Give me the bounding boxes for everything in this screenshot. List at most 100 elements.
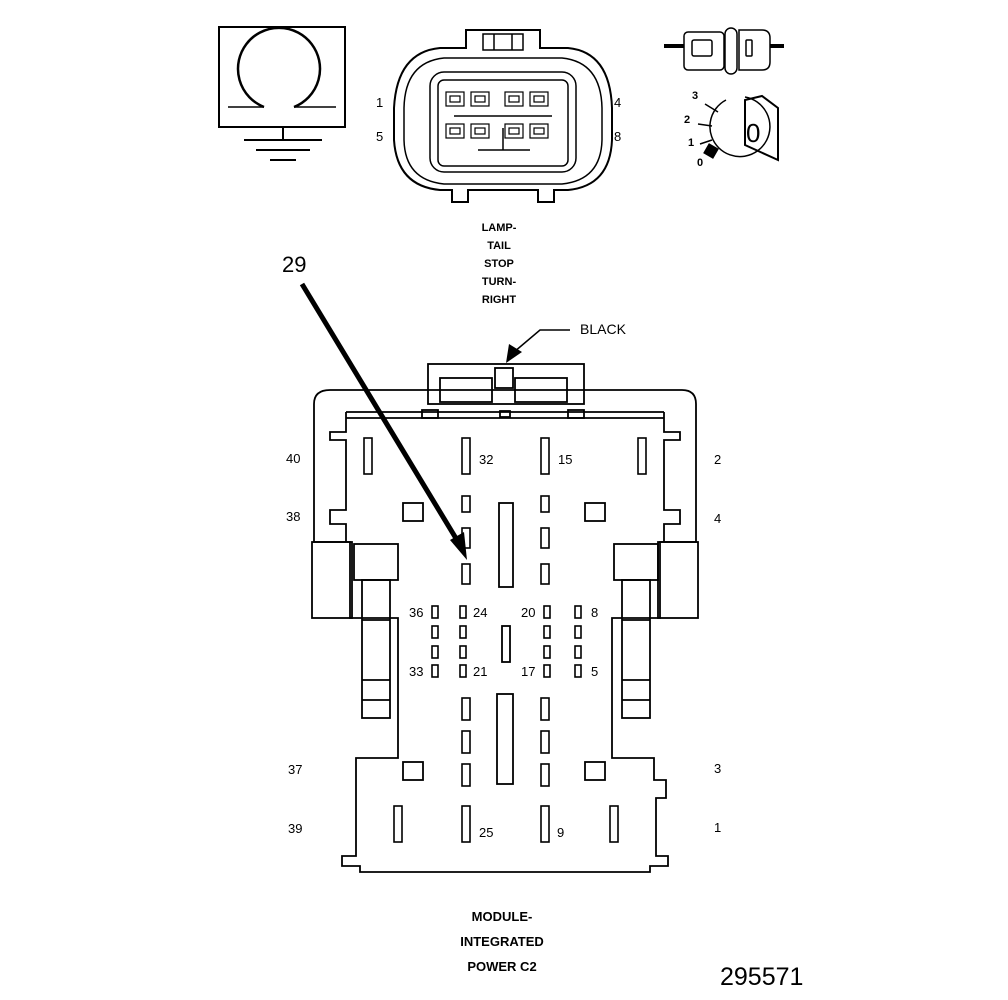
cavity-label-15: 15 <box>558 452 573 467</box>
black-leader <box>506 329 570 363</box>
module-caption-2: INTEGRATED <box>460 934 544 949</box>
terminal-slot <box>393 805 403 843</box>
terminal-slot <box>574 625 582 639</box>
cavity-label-21: 21 <box>473 664 488 679</box>
lamp-caption-4: TURN- <box>481 276 517 288</box>
switch-position-1: 1 <box>688 137 695 149</box>
module-pin-40: 40 <box>286 451 301 466</box>
terminal-slot <box>540 730 550 754</box>
module-pin-4: 4 <box>714 511 722 526</box>
lamp-caption-3: STOP <box>484 258 514 270</box>
terminal-slot <box>461 805 471 843</box>
terminal-slot <box>543 605 551 619</box>
lamp-terminal <box>445 91 465 107</box>
terminal-slot <box>363 437 373 475</box>
terminal-slot <box>459 605 467 619</box>
lamp-terminal <box>529 91 549 107</box>
terminal-slot <box>459 664 467 678</box>
terminal-slot <box>459 625 467 639</box>
terminal-slot <box>540 495 550 513</box>
lamp-pin-1: 1 <box>376 95 384 110</box>
terminal-slot <box>540 697 550 721</box>
lamp-terminal-contact <box>508 95 520 103</box>
terminal-slot <box>574 664 582 678</box>
module-caption-3: POWER C2 <box>467 959 537 974</box>
cavity-label-24: 24 <box>473 605 488 620</box>
cavity-label-5: 5 <box>591 664 599 679</box>
cavity-label-25: 25 <box>479 825 494 840</box>
key-symbol: 0 <box>746 118 761 148</box>
terminal-slot <box>431 605 439 619</box>
lamp-terminal-contact <box>533 95 545 103</box>
terminal-slot <box>609 805 619 843</box>
callout-arrow <box>299 282 467 560</box>
module-pin-1: 1 <box>714 820 722 835</box>
module-pin-38: 38 <box>286 509 301 524</box>
lamp-terminal <box>445 123 465 139</box>
lamp-pin-8: 8 <box>614 129 622 144</box>
terminal-slot <box>540 527 550 549</box>
cavity-label-32: 32 <box>479 452 494 467</box>
lamp-terminal <box>504 123 524 139</box>
lamp-pin-5: 5 <box>376 129 384 144</box>
module-connector <box>311 363 699 873</box>
terminal-slot <box>540 437 550 475</box>
module-pin-37: 37 <box>288 762 303 777</box>
terminal-slot <box>574 605 582 619</box>
lamp-connector <box>393 29 613 203</box>
switch-position-2: 2 <box>684 114 691 126</box>
lamp-caption-2: TAIL <box>487 240 511 252</box>
lamp-terminal-contact <box>474 95 486 103</box>
cavity-label-33: 33 <box>409 664 424 679</box>
lamp-terminal-contact <box>533 127 545 135</box>
callout-number: 29 <box>282 252 307 277</box>
cavity-label-17: 17 <box>521 664 536 679</box>
terminal-slot <box>461 730 471 754</box>
terminal-slot <box>540 805 550 843</box>
terminal-slot <box>461 563 471 585</box>
lamp-caption-1: LAMP- <box>481 222 517 234</box>
switch-position-3: 3 <box>692 90 699 102</box>
terminal-slot <box>461 527 471 549</box>
lamp-pin-4: 4 <box>614 95 622 110</box>
ground-symbol <box>218 26 346 161</box>
lamp-terminal-contact <box>449 127 461 135</box>
module-pin-2: 2 <box>714 452 722 467</box>
terminal-slot <box>431 664 439 678</box>
module-terminals <box>363 437 647 843</box>
module-pin-3: 3 <box>714 761 722 776</box>
cavity-label-20: 20 <box>521 605 536 620</box>
lamp-terminals <box>445 91 549 139</box>
lamp-terminal-contact <box>474 127 486 135</box>
terminal-slot <box>574 645 582 659</box>
terminal-slot <box>543 645 551 659</box>
terminal-slot <box>461 763 471 787</box>
terminal-slot <box>543 664 551 678</box>
lamp-terminal <box>504 91 524 107</box>
figure-number: 295571 <box>720 963 804 991</box>
terminal-slot <box>637 437 647 475</box>
lamp-terminal <box>529 123 549 139</box>
terminal-slot <box>431 625 439 639</box>
module-pin-39: 39 <box>288 821 303 836</box>
cavity-label-9: 9 <box>557 825 565 840</box>
lamp-terminal <box>470 91 490 107</box>
module-caption-1: MODULE- <box>471 909 533 924</box>
terminal-slot <box>459 645 467 659</box>
terminal-slot <box>431 645 439 659</box>
terminal-slot <box>540 563 550 585</box>
ignition-switch <box>664 27 784 162</box>
lamp-terminal <box>470 123 490 139</box>
lamp-caption-5: RIGHT <box>481 294 517 306</box>
cavity-label-36: 36 <box>409 605 424 620</box>
terminal-slot <box>461 495 471 513</box>
lamp-terminal-contact <box>449 95 461 103</box>
lamp-terminal-contact <box>508 127 520 135</box>
terminal-slot <box>461 697 471 721</box>
switch-position-0: 0 <box>697 157 704 169</box>
color-label: BLACK <box>580 321 626 337</box>
terminal-slot <box>461 437 471 475</box>
terminal-slot <box>540 763 550 787</box>
terminal-slot <box>543 625 551 639</box>
